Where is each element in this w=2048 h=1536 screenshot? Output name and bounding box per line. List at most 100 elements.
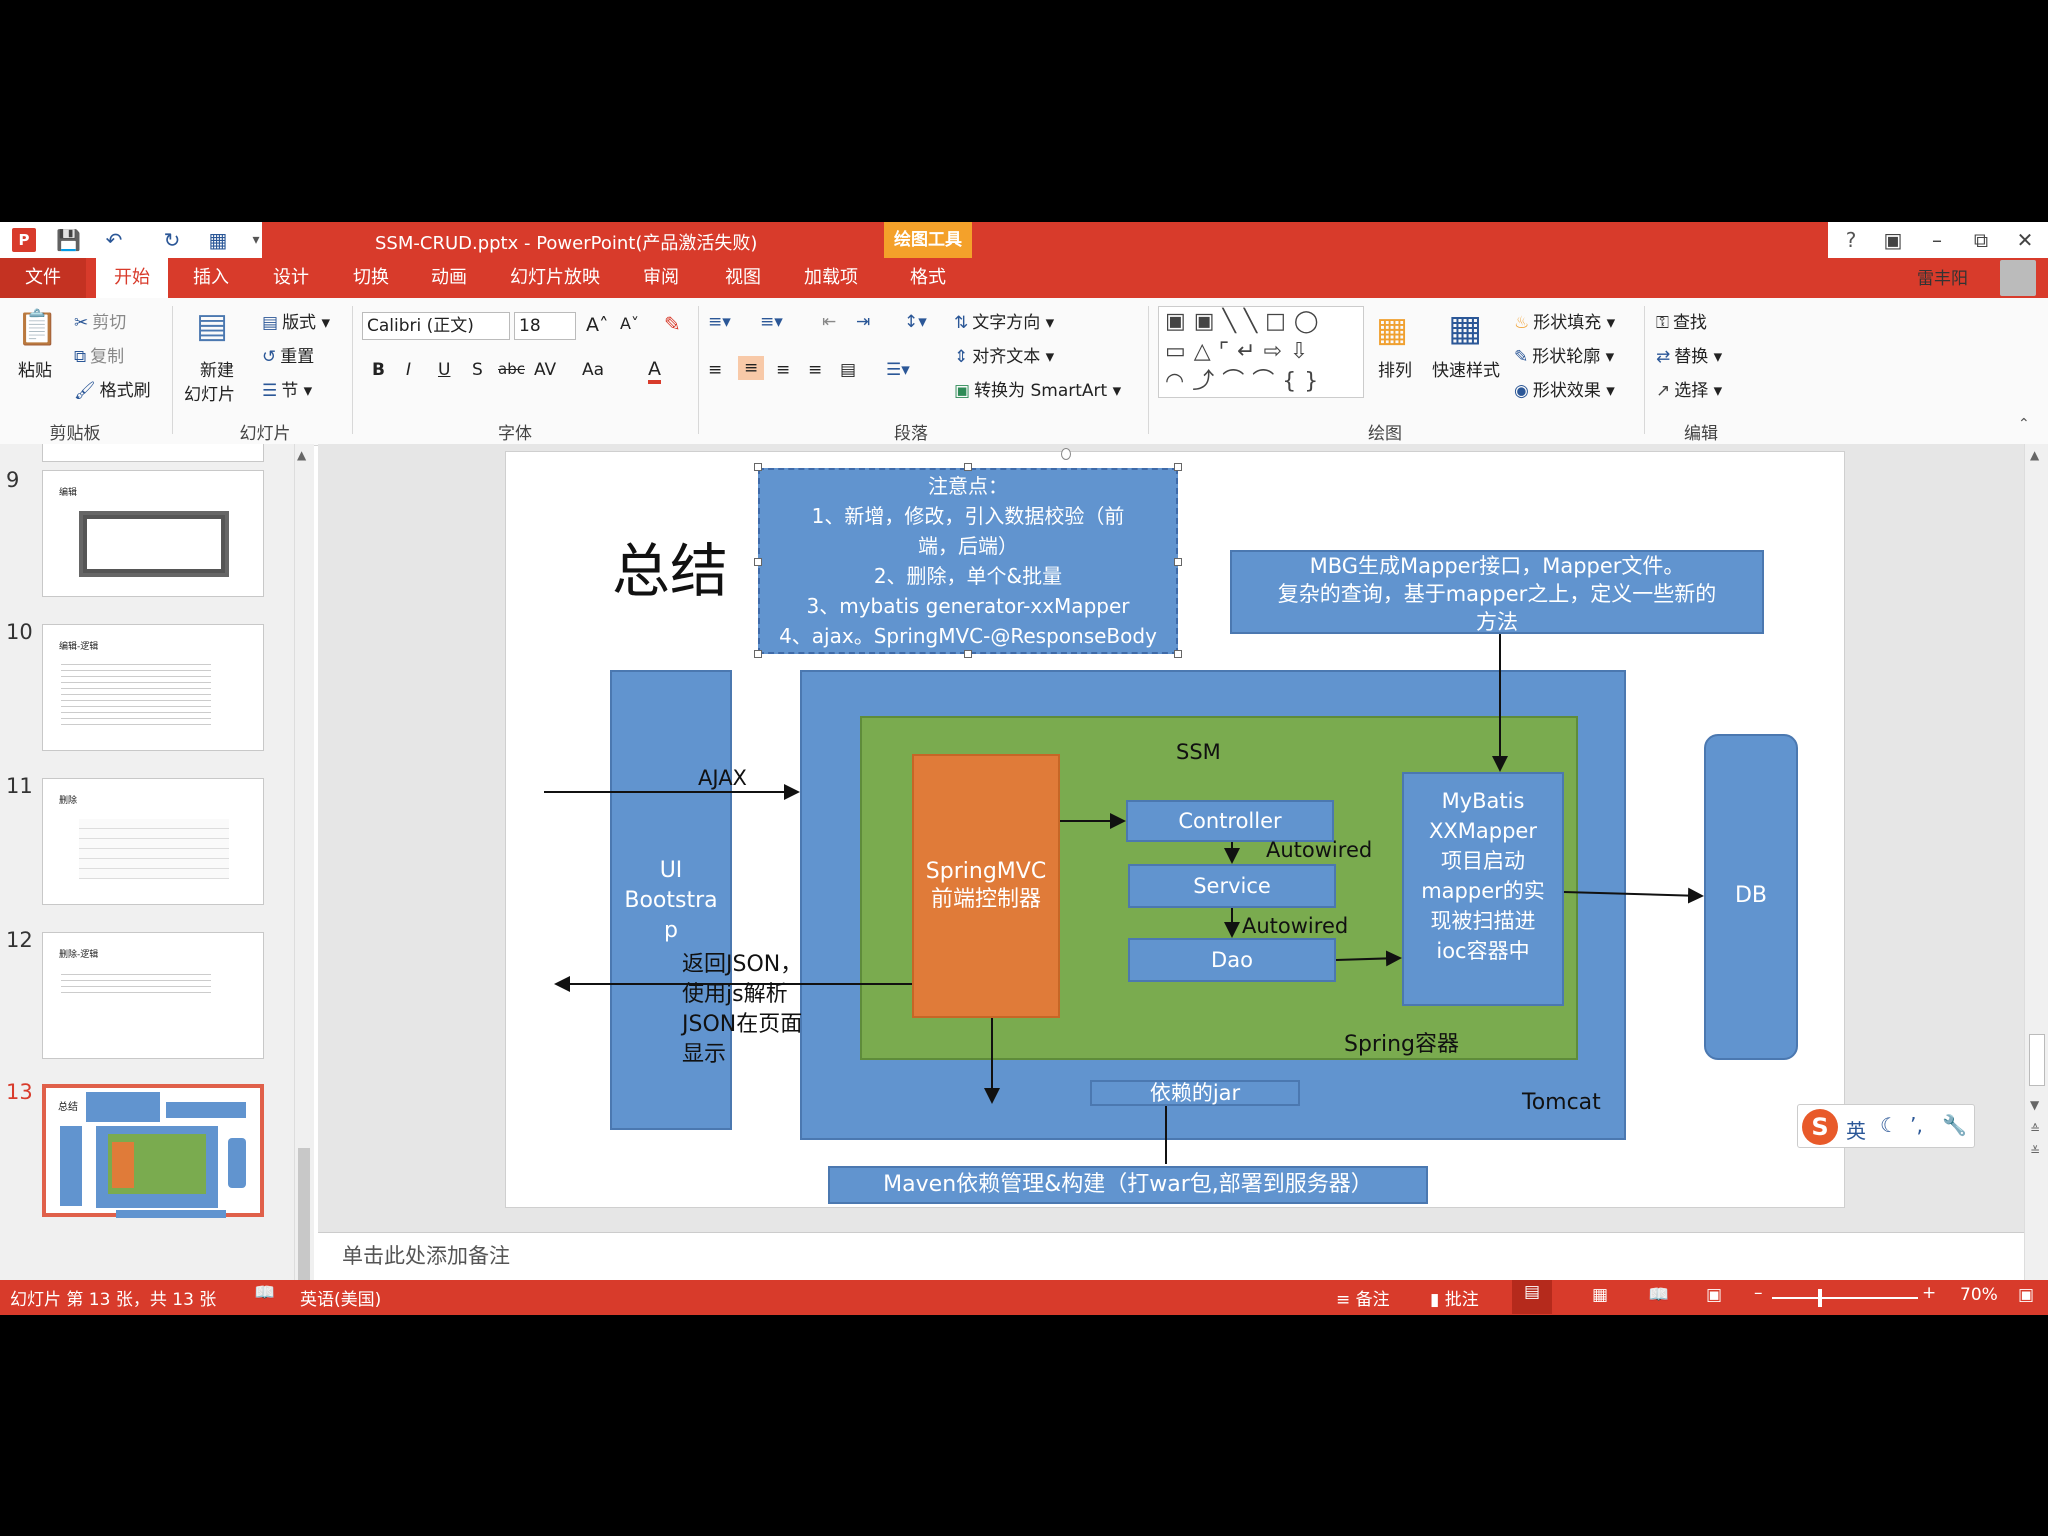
tab-view[interactable]: 视图 <box>725 267 761 288</box>
reset-button[interactable]: ↺重置 <box>262 347 315 367</box>
maven-box[interactable]: Maven依赖管理&构建（打war包,部署到服务器） <box>828 1166 1428 1204</box>
quick-styles-button[interactable]: 快速样式 <box>1432 361 1500 381</box>
paste-button[interactable]: 粘贴 <box>18 361 52 381</box>
align-text-button[interactable]: ⇕对齐文本 ▾ <box>954 347 1055 367</box>
thumbnail-slide-13[interactable]: 总结 <box>42 1084 264 1218</box>
tab-slideshow[interactable]: 幻灯片放映 <box>510 267 600 288</box>
close-icon[interactable]: ✕ <box>2016 228 2034 252</box>
cut-button[interactable]: ✂剪切 <box>74 313 127 333</box>
scroll-down-icon[interactable]: ▼ <box>2030 1098 2040 1112</box>
shape-fill-button[interactable]: ♨形状填充 ▾ <box>1514 313 1616 333</box>
char-spacing-button[interactable]: AV <box>534 360 557 380</box>
selection-handle[interactable] <box>754 650 762 658</box>
underline-button[interactable]: U <box>438 360 451 380</box>
slide-title[interactable]: 总结 <box>612 537 729 605</box>
arrange-icon[interactable]: ▦ <box>1376 310 1409 350</box>
avatar[interactable] <box>2000 260 2036 296</box>
mybatis-box[interactable]: MyBatis XXMapper 项目启动 mapper的实 现被扫描进 ioc… <box>1402 772 1564 1006</box>
tab-format[interactable]: 格式 <box>910 267 946 288</box>
thumbnails-scrollbar[interactable]: ▲ <box>294 444 314 1315</box>
decrease-indent-icon[interactable]: ⇤ <box>822 312 837 332</box>
selection-handle[interactable] <box>1174 650 1182 658</box>
ui-bootstrap-box[interactable]: UI Bootstra p <box>610 670 732 1130</box>
grow-font-icon[interactable]: A˄ <box>586 314 609 336</box>
align-center-icon[interactable]: ≡ <box>738 356 765 380</box>
selection-handle[interactable] <box>754 463 762 471</box>
shape-effects-button[interactable]: ◉形状效果 ▾ <box>1514 381 1615 401</box>
align-right-icon[interactable]: ≡ <box>776 360 791 380</box>
thumbnail-slide-11[interactable]: 删除 <box>42 778 264 905</box>
selection-handle[interactable] <box>754 558 762 566</box>
shadow-button[interactable]: S <box>472 360 483 380</box>
align-left-icon[interactable]: ≡ <box>708 360 723 380</box>
normal-view-icon[interactable]: ▤ <box>1512 1280 1552 1314</box>
shape-outline-button[interactable]: ✎形状轮廓 ▾ <box>1514 347 1615 367</box>
rotation-handle[interactable] <box>1061 448 1071 460</box>
notes-pane[interactable] <box>318 1232 2024 1280</box>
bullets-icon[interactable]: ≡▾ <box>708 312 731 332</box>
font-name-combo[interactable]: Calibri (正文) <box>362 312 510 340</box>
columns-icon[interactable]: ☰▾ <box>886 360 910 380</box>
tab-home[interactable]: 开始 <box>96 258 168 298</box>
scroll-thumb[interactable] <box>298 1148 310 1315</box>
comments-toggle[interactable]: ▮ 批注 <box>1430 1290 1479 1310</box>
thumbnail-slide-10[interactable]: 编辑-逻辑 <box>42 624 264 751</box>
change-case-button[interactable]: Aa <box>582 360 605 380</box>
notes-placeholder[interactable]: 单击此处添加备注 <box>342 1244 510 1268</box>
jar-box[interactable]: 依赖的jar <box>1090 1080 1300 1106</box>
controller-box[interactable]: Controller <box>1126 800 1334 842</box>
zoom-slider[interactable] <box>1772 1297 1918 1299</box>
font-color-button[interactable]: A <box>648 358 661 384</box>
zoom-slider-thumb[interactable] <box>1818 1289 1822 1307</box>
new-slide-button[interactable]: 新建 <box>200 361 234 381</box>
reading-view-icon[interactable]: 📖 <box>1648 1285 1670 1305</box>
find-button[interactable]: ⚿查找 <box>1656 313 1707 333</box>
previous-slide-icon[interactable]: ≙ <box>2030 1122 2041 1136</box>
moon-icon[interactable]: ☾ <box>1880 1113 1898 1137</box>
slide-sorter-icon[interactable]: ▦ <box>1592 1285 1609 1305</box>
service-box[interactable]: Service <box>1128 864 1336 908</box>
slide-canvas[interactable]: 总结 注意点： 1、新增，修改，引入数据校验（前 端，后端） 2、删除，单个&批… <box>505 448 1845 1208</box>
return-json-text[interactable]: 返回JSON， 使用js解析 JSON在页面 显示 <box>682 950 802 1070</box>
tab-addins[interactable]: 加载项 <box>804 267 858 288</box>
save-icon[interactable]: 💾 <box>56 228 81 252</box>
punctuation-icon[interactable]: ’‚ <box>1910 1113 1923 1137</box>
db-box[interactable]: DB <box>1704 734 1798 1060</box>
language-indicator[interactable]: 英语(美国) <box>300 1290 382 1310</box>
help-button[interactable]: ? <box>1845 228 1857 252</box>
scroll-up-icon[interactable]: ▲ <box>297 448 307 462</box>
fit-slide-icon[interactable]: ▣ <box>2018 1285 2035 1305</box>
undo-icon[interactable]: ↶ <box>105 228 123 252</box>
bold-button[interactable]: B <box>372 360 385 380</box>
editor-scrollbar[interactable]: ▲ ▼ ≙ ≚ <box>2024 444 2048 1280</box>
tab-transitions[interactable]: 切换 <box>353 267 389 288</box>
copy-button[interactable]: ⧉复制 <box>74 347 125 367</box>
ime-toolbar[interactable]: S 英 ☾ ’‚ 🔧 <box>1797 1104 1975 1148</box>
clear-formatting-icon[interactable]: ✎ <box>664 312 681 336</box>
font-size-combo[interactable]: 18 <box>514 312 576 340</box>
user-name[interactable]: 雷丰阳 <box>1917 269 1968 289</box>
italic-button[interactable]: I <box>406 360 412 380</box>
smartart-button[interactable]: ▣转换为 SmartArt ▾ <box>954 381 1122 401</box>
shapes-gallery[interactable]: ▣▣╲╲□◯▭△⌜↵⇨⇩◠⤴⌒⌒{} <box>1158 306 1364 398</box>
distribute-icon[interactable]: ▤ <box>840 360 857 380</box>
notes-textbox[interactable]: 注意点： 1、新增，修改，引入数据校验（前 端，后端） 2、删除，单个&批量 3… <box>758 468 1178 654</box>
redo-icon[interactable]: ↻ <box>163 228 181 252</box>
wrench-icon[interactable]: 🔧 <box>1942 1113 1967 1137</box>
select-button[interactable]: ↗选择 ▾ <box>1656 381 1723 401</box>
thumbnail-slide-8[interactable] <box>42 444 264 462</box>
restore-icon[interactable]: ⧉ <box>1973 228 1989 252</box>
zoom-in-icon[interactable]: + <box>1922 1283 1937 1303</box>
quick-styles-icon[interactable]: ▦ <box>1448 308 1483 349</box>
tab-review[interactable]: 审阅 <box>643 267 679 288</box>
line-spacing-icon[interactable]: ↕▾ <box>904 312 927 332</box>
section-button[interactable]: ☰节 ▾ <box>262 381 313 401</box>
ime-language[interactable]: 英 <box>1846 1119 1866 1143</box>
tab-file[interactable]: 文件 <box>0 258 86 298</box>
scroll-up-icon[interactable]: ▲ <box>2030 448 2040 462</box>
next-slide-icon[interactable]: ≚ <box>2030 1144 2041 1158</box>
selection-handle[interactable] <box>964 463 972 471</box>
numbering-icon[interactable]: ≡▾ <box>760 312 783 332</box>
collapse-ribbon-icon[interactable]: ⌃ <box>2018 416 2030 432</box>
new-slide-button-2[interactable]: 幻灯片 <box>184 385 235 405</box>
